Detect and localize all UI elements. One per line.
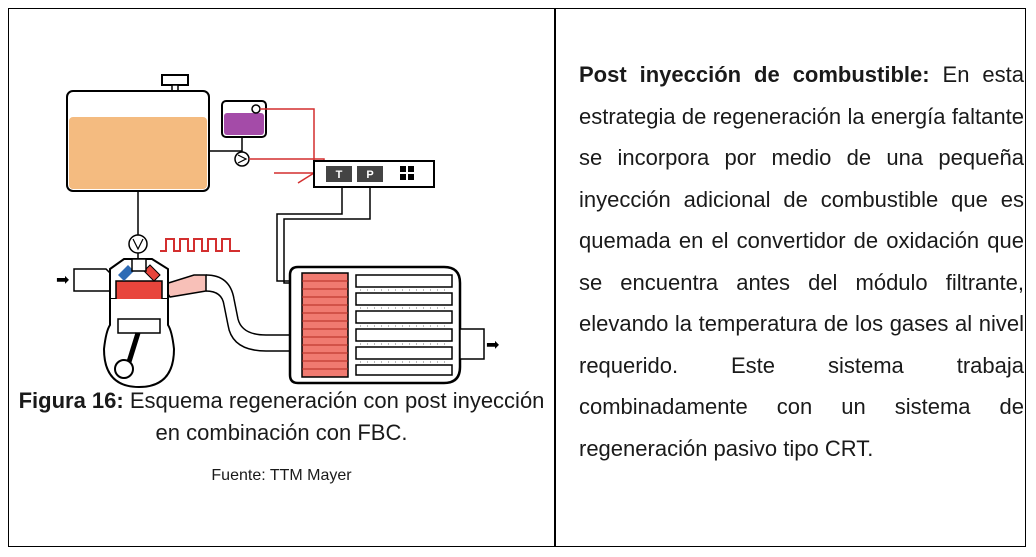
injection-signal-icon bbox=[160, 238, 240, 252]
content-table: T P ➡ bbox=[8, 8, 1026, 547]
fuel-tank bbox=[66, 74, 210, 192]
column-divider bbox=[554, 9, 556, 546]
regeneration-diagram: T P ➡ bbox=[56, 74, 499, 389]
paragraph-lead: Post inyección de combustible: bbox=[579, 62, 930, 87]
caption-label: Figura 16: bbox=[18, 388, 124, 413]
exhaust-arrow-icon: ➡ bbox=[486, 335, 499, 354]
p-label: P bbox=[366, 169, 373, 181]
paragraph-body: En esta estrategia de regeneración la en… bbox=[579, 62, 1024, 461]
t-label: T bbox=[336, 169, 343, 181]
intake-arrow-icon: ➡ bbox=[56, 270, 69, 289]
body-paragraph: Post inyección de combustible: En esta e… bbox=[579, 54, 1024, 469]
caption-text: Esquema regeneración con post inyección … bbox=[123, 388, 545, 445]
figure-cell: T P ➡ bbox=[9, 9, 554, 546]
figure-source: Fuente: TTM Mayer bbox=[211, 467, 352, 484]
text-cell: Post inyección de combustible: En esta e… bbox=[565, 9, 1025, 546]
additive-pump-icon bbox=[234, 151, 250, 167]
figure-caption: Figura 16: Esquema regeneración con post… bbox=[9, 385, 554, 449]
dpf-module: ➡ bbox=[288, 265, 499, 385]
fuel-pump-icon bbox=[128, 234, 148, 254]
engine-cylinder bbox=[102, 258, 176, 389]
controller-box: T P bbox=[313, 160, 435, 188]
additive-tank bbox=[221, 100, 267, 138]
